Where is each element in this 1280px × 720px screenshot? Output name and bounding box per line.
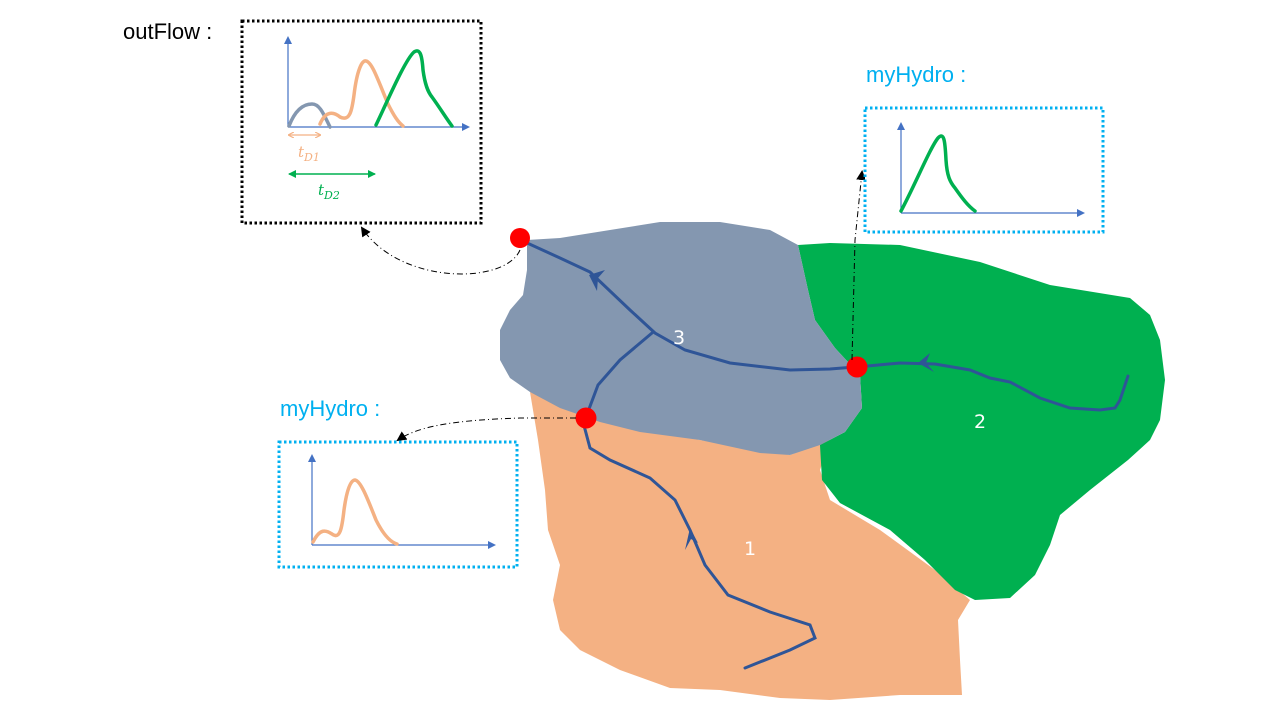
outlet-point-1[interactable]: [575, 407, 597, 429]
subbasin-3-label: 3: [673, 327, 686, 349]
subbasin-2-label: 2: [974, 411, 987, 433]
series-subbasin-1: [311, 478, 399, 546]
river-1: [580, 416, 817, 670]
connector-outflow: [360, 226, 521, 275]
hydro-chart-bottom: [277, 440, 519, 569]
outlet-point-2[interactable]: [846, 356, 868, 378]
series-subbasin-2: [899, 134, 977, 213]
flow-arrow-icon: [685, 528, 698, 550]
river-2: [855, 361, 1130, 412]
connector-hydro-bottom: [396, 417, 576, 442]
river-3-main: [523, 240, 857, 372]
subbasin-1-label: 1: [744, 538, 757, 560]
subbasin-3: [500, 222, 862, 455]
outflow-box: [240, 19, 483, 225]
outlet-point-main[interactable]: [510, 228, 530, 248]
subbasin-1: [530, 392, 970, 700]
series-subbasin-1: [318, 59, 405, 128]
hydro-bottom-box: [277, 440, 519, 569]
river-3-branch: [584, 331, 654, 419]
tD1-label: tD1: [298, 143, 320, 164]
hydro-chart-top: [863, 106, 1105, 234]
flow-arrow-icon: [918, 353, 934, 372]
connector-hydro-top: [851, 170, 867, 361]
flow-arrow-icon: [589, 270, 605, 291]
outflow-title: outFlow :: [123, 19, 213, 44]
outflow-chart: [240, 19, 483, 225]
hydro-top-box: [863, 106, 1105, 234]
tD2-label: tD2: [318, 181, 340, 202]
subbasin-2: [798, 243, 1165, 600]
river-network: [523, 240, 1130, 670]
series-subbasin-2: [374, 49, 454, 128]
hydro-bottom-title: myHydro :: [280, 396, 381, 421]
hydro-top-title: myHydro :: [866, 62, 967, 87]
